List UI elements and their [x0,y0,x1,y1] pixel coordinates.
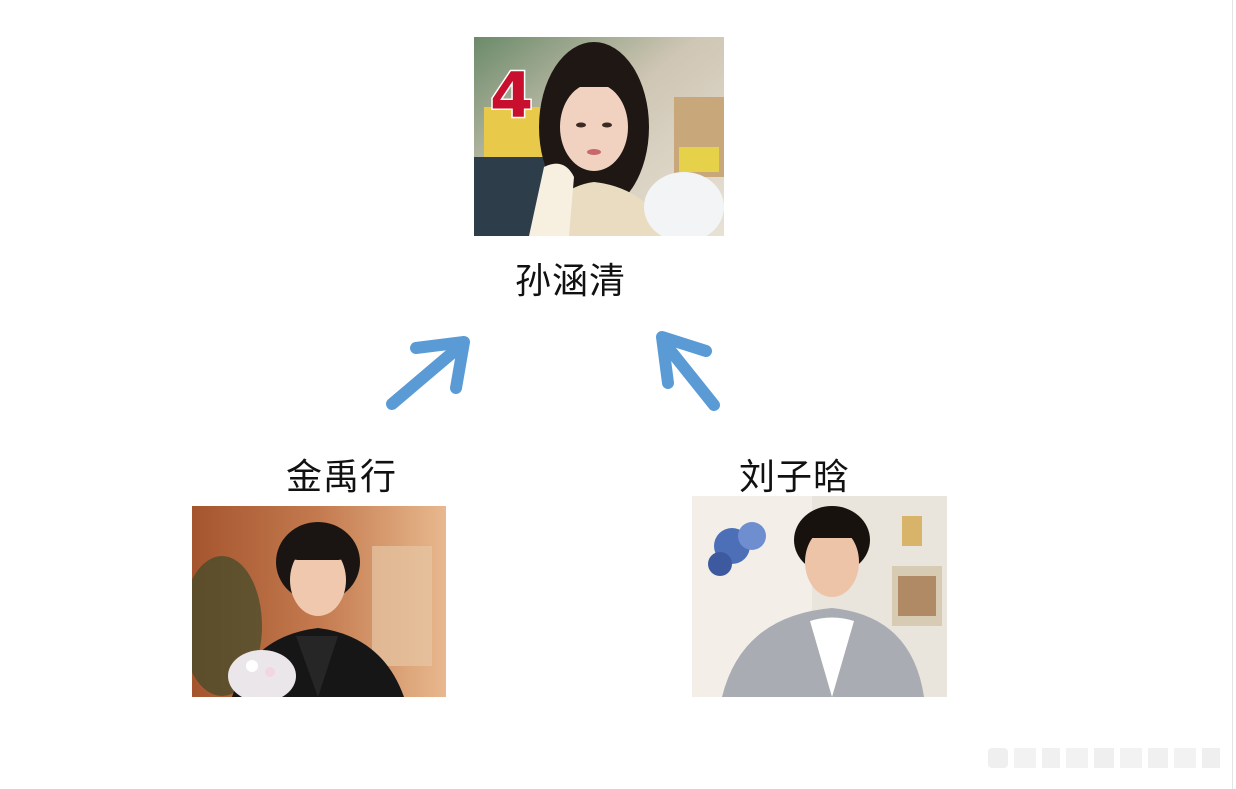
center-person-name: 孙涵清 [515,261,627,302]
left-person-photo [192,506,446,697]
right-person-name: 刘子晗 [739,457,851,498]
center-person-photo: 4 [474,37,724,236]
left-person-name: 金禹行 [286,457,398,498]
rank-badge: 4 [490,59,533,132]
arrow-up-left-icon [656,331,720,411]
page-edge [1232,0,1233,789]
watermark [988,748,1220,768]
right-person-photo [692,496,947,697]
arrow-up-right-icon [386,336,470,410]
